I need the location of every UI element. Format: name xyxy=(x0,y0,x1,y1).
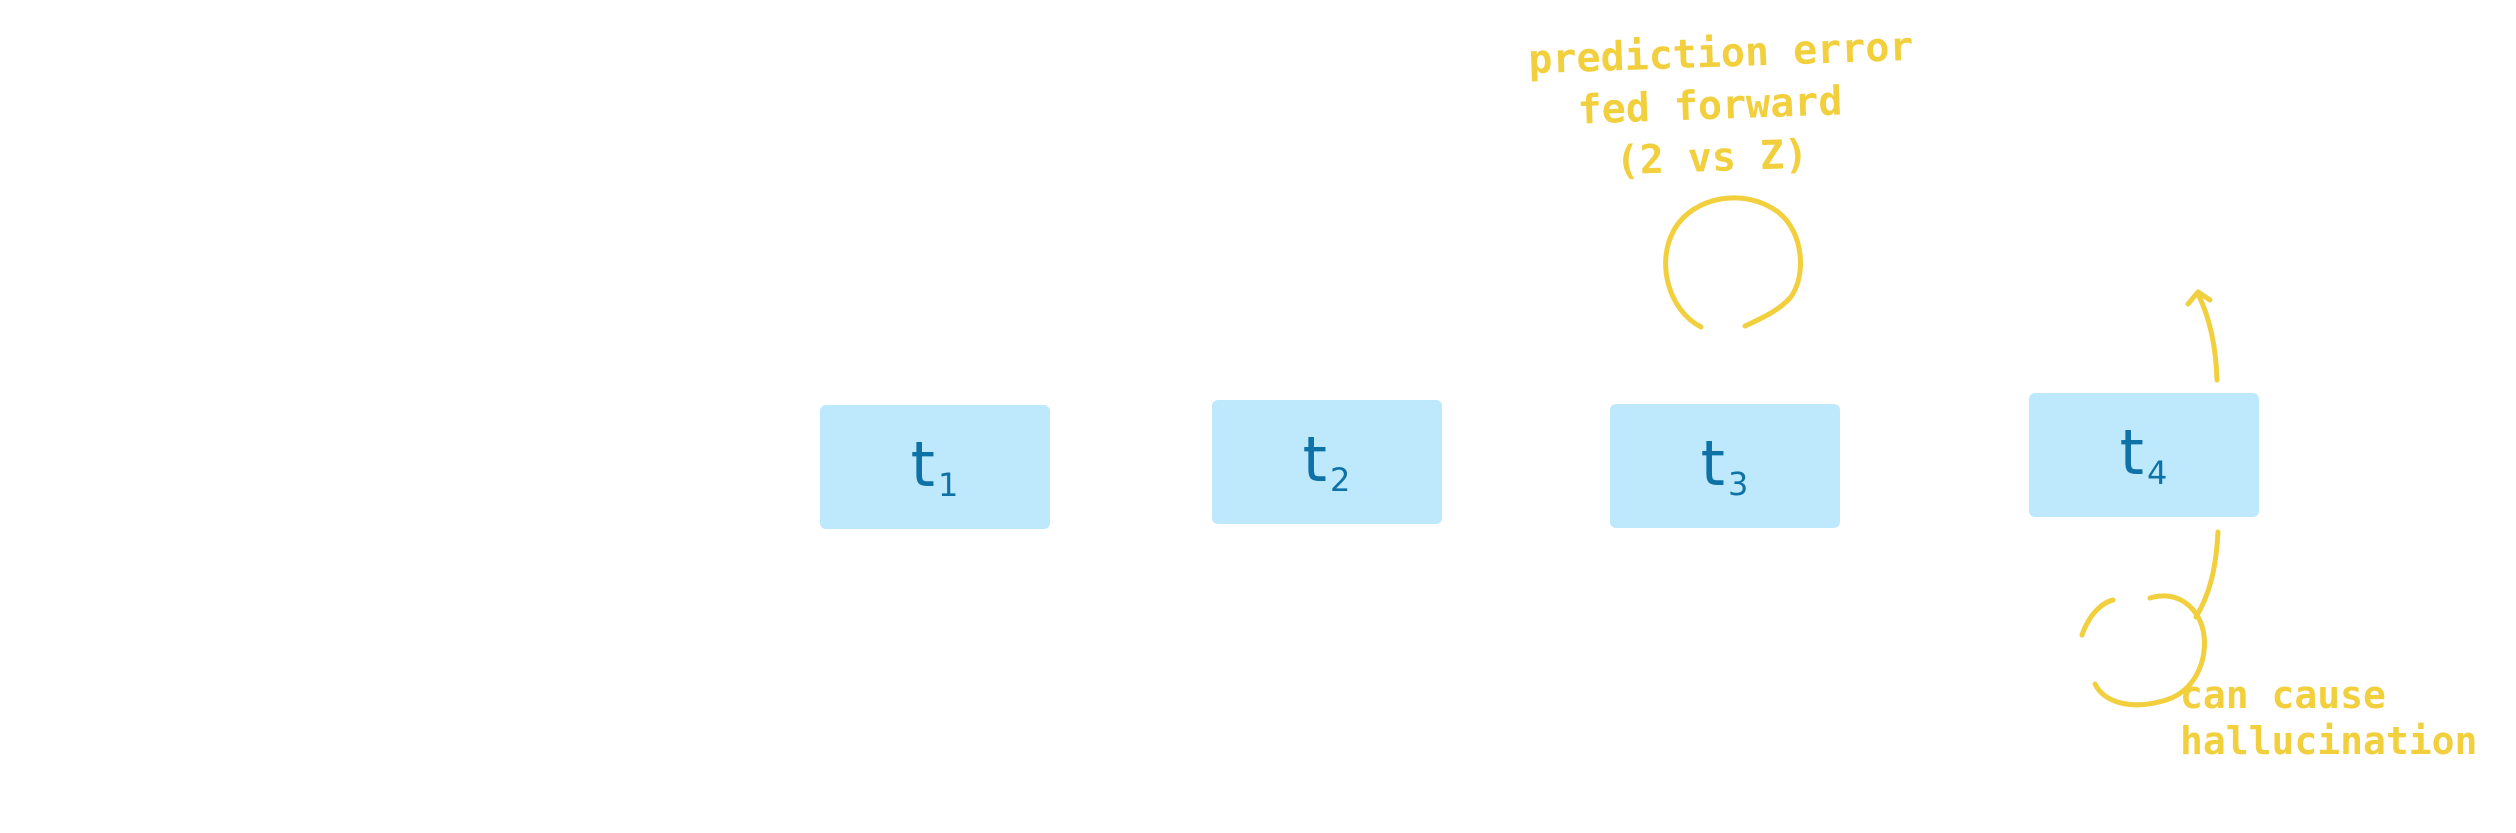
node-t3: t3 xyxy=(1610,404,1840,528)
arrow-down-t4-stroke xyxy=(2193,529,2221,620)
loop-below-t4-stroke-2 xyxy=(2092,593,2207,708)
node-t3-label: t3 xyxy=(1700,426,1750,503)
node-t4: t4 xyxy=(2029,393,2259,517)
node-t2: t2 xyxy=(1212,400,1442,524)
arrow-up-t4-head xyxy=(2185,289,2213,307)
self-loop-t3-stroke xyxy=(1663,195,1803,330)
arrow-up-t4-stroke xyxy=(2195,291,2220,383)
node-t1-label: t1 xyxy=(910,427,960,504)
node-t4-label: t4 xyxy=(2119,415,2169,492)
loop-below-t4-stroke xyxy=(2079,597,2116,638)
node-t2-label: t2 xyxy=(1302,422,1352,499)
node-t1: t1 xyxy=(820,405,1050,529)
hallucination-annotation: can cause hallucination xyxy=(2180,673,2478,763)
